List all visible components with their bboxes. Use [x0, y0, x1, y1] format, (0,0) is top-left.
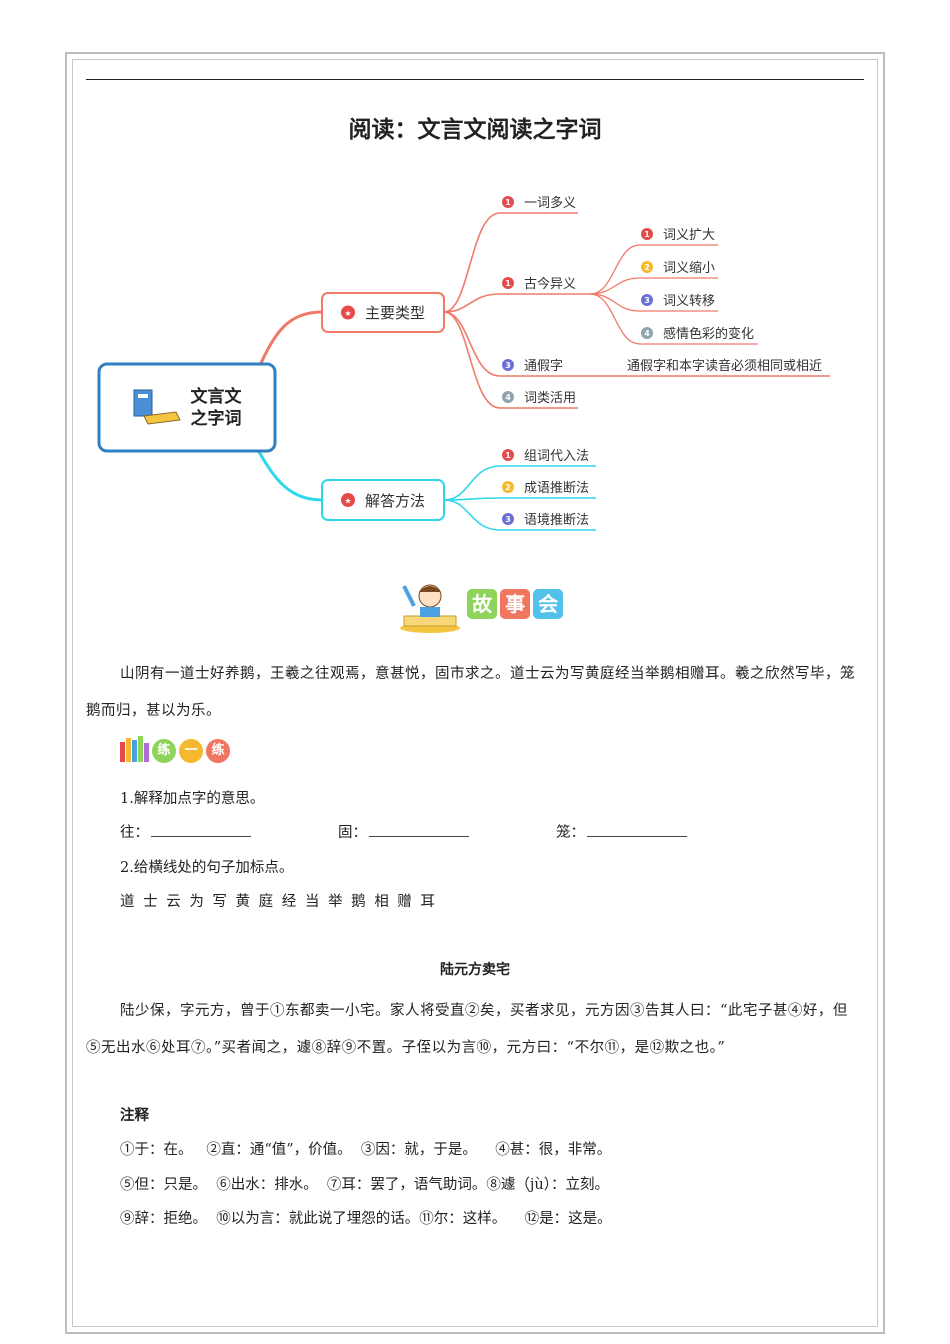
svg-text:★: ★ [344, 497, 351, 506]
leaf-polysemy: 1 一词多义 [502, 195, 576, 211]
root-label-line2: 之字词 [191, 408, 242, 429]
q1-item-label: 固： [338, 825, 367, 841]
svg-text:通假字: 通假字 [524, 359, 563, 374]
leaf-shift: 3 词义转移 [641, 294, 715, 309]
question-2-text: 道 士 云 为 写 黄 庭 经 当 举 鹅 相 赠 耳 [120, 894, 437, 910]
passage-text: 陆少保，字元方，曾于①东都卖一小宅。家人将受直②矣，买者求见，元方因③告其人曰：… [86, 1003, 848, 1056]
banner-tile: 会 [533, 588, 564, 619]
leaf-sentiment: 4 感情色彩的变化 [641, 326, 754, 342]
svg-text:1: 1 [505, 198, 511, 207]
question-2: 2.给横线处的句子加标点。 [120, 860, 294, 876]
connectors-methods [443, 465, 596, 531]
banner-tile: 练 [152, 738, 176, 763]
branch-label: 解答方法 [365, 492, 425, 510]
svg-text:词义缩小: 词义缩小 [663, 260, 715, 276]
note-line: ①于：在。 ②直：通“值”，价值。 ③因：就，于是。 ④甚：很，非常。 [120, 1142, 612, 1158]
q1-item-label: 笼： [556, 825, 585, 841]
story-banner: 故事会 [398, 578, 566, 634]
star-icon [341, 493, 355, 507]
svg-text:词类活用: 词类活用 [524, 391, 576, 406]
connectors-ancient-modern [589, 244, 758, 345]
svg-text:3: 3 [644, 296, 650, 305]
banner-tile: 事 [500, 588, 531, 619]
branch-main-types [321, 292, 445, 333]
tongjia-note: 通假字和本字读音必须相同或相近 [627, 358, 822, 374]
banner-tile: 故 [467, 588, 498, 619]
leaf-idiom: 2 成语推断法 [502, 481, 589, 496]
svg-text:组词代入法: 组词代入法 [524, 449, 589, 464]
book-icon [133, 389, 181, 425]
leaf-tongjia: 3 通假字 通假字和本字读音必须相同或相近 [502, 358, 822, 374]
root-label-line1: 文言文 [191, 386, 243, 407]
leaf-context: 3 语境推断法 [502, 513, 589, 528]
branch-label: 主要类型 [365, 304, 425, 322]
svg-text:1: 1 [505, 451, 511, 460]
svg-text:1: 1 [505, 279, 511, 288]
leaf-ancient-modern: 1 古今异义 [502, 276, 576, 292]
banner-tile: 一 [179, 738, 204, 763]
branch-methods [321, 479, 445, 521]
svg-text:感情色彩的变化: 感情色彩的变化 [663, 326, 754, 342]
svg-text:★: ★ [344, 309, 351, 318]
svg-text:4: 4 [505, 393, 511, 402]
svg-text:1: 1 [644, 230, 650, 239]
q1-item-long: 笼： [556, 821, 687, 842]
svg-text:2: 2 [505, 483, 511, 492]
page-title: 阅读：文言文阅读之字词 [348, 117, 602, 143]
star-icon [341, 305, 355, 320]
connector-root-methods [256, 449, 323, 502]
svg-text:2: 2 [644, 263, 650, 272]
child-reading-icon [400, 584, 460, 633]
connectors-types [443, 212, 830, 409]
svg-text:词义扩大: 词义扩大 [663, 228, 715, 243]
practice-banner: 练 一 练 [118, 734, 231, 764]
svg-text:3: 3 [505, 515, 511, 524]
connector-root-types [256, 310, 323, 371]
page-frame-inner [72, 59, 878, 1327]
notes-title: 注释 [120, 1108, 149, 1124]
svg-text:词义转移: 词义转移 [663, 294, 715, 309]
root-node [97, 362, 277, 453]
leaf-word-class: 4 词类活用 [502, 391, 576, 406]
banner-tile: 练 [206, 738, 231, 763]
question-1: 1.解释加点字的意思。 [120, 791, 265, 807]
svg-text:一词多义: 一词多义 [524, 195, 576, 211]
passage-title: 陆元方卖宅 [440, 962, 510, 978]
story-text: 山阴有一道士好养鹅，王羲之往观焉，意甚悦，固市求之。道士云为写黄庭经当举鹅相赠耳… [86, 666, 855, 719]
mind-map: 文言文 之字词 ★ 主要类型 ★ 解答方法 1 一词多义 1 古今异义 3 通假… [97, 195, 830, 531]
q1-item-wang: 往： [120, 821, 251, 842]
answer-blank[interactable] [151, 822, 251, 837]
page-frame-outer [65, 52, 885, 1334]
svg-text:4: 4 [644, 329, 650, 338]
svg-text:3: 3 [505, 361, 511, 370]
answer-blank[interactable] [587, 822, 687, 837]
svg-text:语境推断法: 语境推断法 [524, 513, 589, 528]
pencils-icon [120, 736, 149, 762]
q1-item-label: 往： [120, 825, 149, 841]
svg-text:成语推断法: 成语推断法 [524, 481, 589, 496]
header-rule [86, 79, 864, 80]
svg-text:古今异义: 古今异义 [524, 276, 576, 292]
q1-item-gu: 固： [338, 821, 469, 842]
note-line: ⑤但：只是。 ⑥出水：排水。 ⑦耳：罢了，语气助词。⑧遽（jù）：立刻。 [120, 1177, 610, 1193]
leaf-expand: 1 词义扩大 [641, 228, 715, 243]
leaf-compose: 1 组词代入法 [502, 449, 589, 464]
answer-blank[interactable] [369, 822, 469, 837]
leaf-narrow: 2 词义缩小 [641, 260, 715, 276]
note-line: ⑨辞：拒绝。 ⑩以为言：就此说了埋怨的话。⑪尔：这样。 ⑫是：这是。 [120, 1211, 612, 1227]
